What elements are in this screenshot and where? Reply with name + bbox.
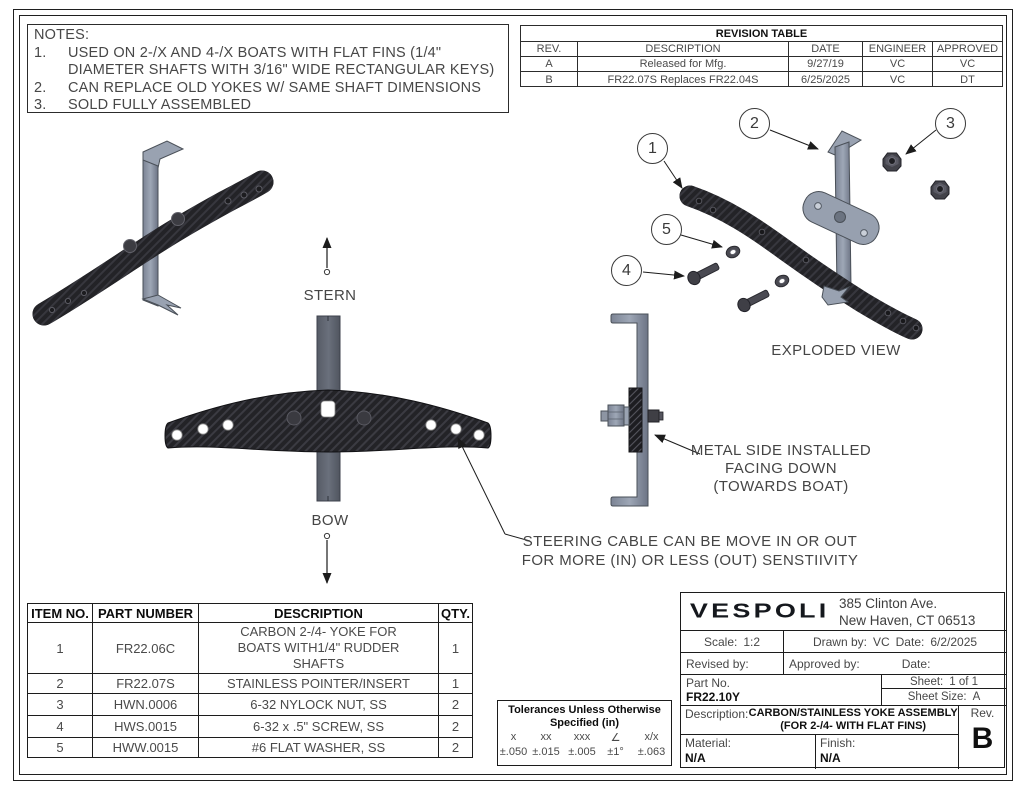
balloon-2: 2 — [739, 108, 770, 139]
notes-title: NOTES: — [34, 27, 90, 43]
tolerance-block: Tolerances Unless Otherwise Specified (i… — [497, 700, 672, 766]
exploded-view-label: EXPLODED VIEW — [771, 342, 901, 359]
steering-cable-note: STEERING CABLE CAN BE MOVE IN OR OUT FOR… — [521, 533, 859, 569]
sheet-size-cell: Sheet Size:A — [882, 689, 1006, 706]
bom-table: ITEM NO. PART NUMBER DESCRIPTION QTY. 1 … — [27, 603, 473, 758]
company-address: 385 Clinton Ave. New Haven, CT 06513 — [839, 593, 1006, 631]
approved-by-cell: Approved by: Date: — [784, 653, 1006, 675]
bom-row-3: 3 HWN.0006 6-32 NYLOCK NUT, SS 2 — [28, 694, 472, 716]
bom-row-1: 1 FR22.06C CARBON 2-/4- YOKE FOR BOATS W… — [28, 623, 472, 674]
tolerance-symbols-row: x xx xxx ∠ x/x — [510, 731, 659, 744]
balloon-1: 1 — [637, 133, 668, 164]
scale-cell: Scale:1:2 — [681, 631, 784, 653]
vespoli-logo: VESPOLI — [681, 593, 839, 631]
tolerance-values-row: ±.050 ±.015 ±.005 ±1° ±.063 — [499, 746, 666, 758]
bow-label: BOW — [311, 512, 349, 529]
bom-row-5: 5 HWW.0015 #6 FLAT WASHER, SS 2 — [28, 738, 472, 757]
balloon-3: 3 — [935, 108, 966, 139]
metal-side-note: METAL SIDE INSTALLED FACING DOWN (TOWARD… — [690, 442, 872, 495]
note-item: 1. USED ON 2-/X AND 4-/X BOATS WITH FLAT… — [34, 44, 495, 79]
revision-row-a: A Released for Mfg. 9/27/19 VC VC — [521, 57, 1002, 72]
note-item: 3. SOLD FULLY ASSEMBLED — [34, 97, 252, 113]
bom-header-row: ITEM NO. PART NUMBER DESCRIPTION QTY. — [28, 604, 472, 623]
drawn-by-cell: Drawn by: VC Date: 6/2/2025 — [784, 631, 1006, 653]
title-block: VESPOLI 385 Clinton Ave. New Haven, CT 0… — [680, 592, 1006, 769]
bom-row-4: 4 HWS.0015 6-32 x .5" SCREW, SS 2 — [28, 716, 472, 738]
balloon-4: 4 — [611, 255, 642, 286]
sheet-cell: Sheet:1 of 1 — [882, 675, 1006, 689]
part-no-cell: Part No. FR22.10Y — [681, 675, 882, 706]
note-item: 2. CAN REPLACE OLD YOKES W/ SAME SHAFT D… — [34, 79, 482, 96]
sheet-outer-border — [13, 9, 1013, 781]
balloon-5: 5 — [651, 214, 682, 245]
description-cell: Description: CARBON/STAINLESS YOKE ASSEM… — [681, 706, 959, 734]
bom-row-2: 2 FR22.07S STAINLESS POINTER/INSERT 1 — [28, 674, 472, 694]
sheet-inner-border — [19, 15, 1007, 775]
material-cell: Material: N/A — [681, 734, 816, 769]
revision-table-title: REVISION TABLE — [521, 26, 1002, 42]
revision-table: REVISION TABLE REV. DESCRIPTION DATE ENG… — [520, 25, 1003, 87]
stern-label: STERN — [303, 287, 357, 304]
angle-symbol: ∠ — [610, 731, 621, 744]
notes-block: NOTES: 1. USED ON 2-/X AND 4-/X BOATS WI… — [27, 24, 509, 113]
revised-by-cell: Revised by: — [681, 653, 784, 675]
rev-cell: Rev. B — [970, 706, 995, 755]
finish-cell: Finish: N/A — [816, 734, 959, 769]
revision-table-header-row: REV. DESCRIPTION DATE ENGINEER APPROVED — [521, 42, 1002, 57]
revision-row-b: B FR22.07S Replaces FR22.04S 6/25/2025 V… — [521, 72, 1002, 87]
